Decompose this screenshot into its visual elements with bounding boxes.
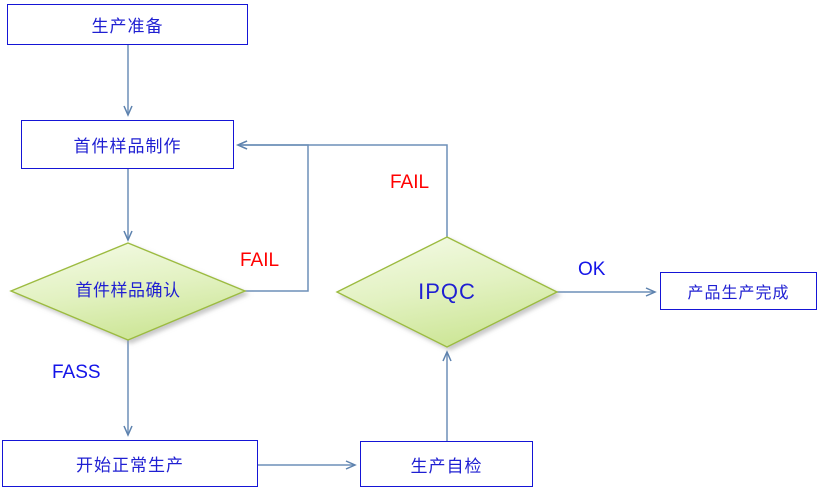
node-production-complete[interactable]: 产品生产完成 — [660, 272, 817, 310]
node-ipqc[interactable]: IPQC — [337, 237, 557, 347]
node-first-sample-making[interactable]: 首件样品制作 — [21, 120, 234, 169]
decision-confirm-label: 首件样品确认 — [75, 280, 181, 301]
node-production-self-inspection[interactable]: 生产自检 — [360, 441, 533, 487]
node-start-normal-production[interactable]: 开始正常生产 — [2, 440, 258, 487]
node-first-sample-confirmation[interactable]: 首件样品确认 — [11, 243, 245, 340]
edge-label-fass: FASS — [52, 362, 101, 383]
decision-ipqc-label: IPQC — [418, 279, 476, 305]
edge-label-fail-ipqc: FAIL — [390, 172, 430, 193]
edge-label-ok: OK — [578, 259, 606, 280]
edge-label-fail-confirm: FAIL — [240, 250, 280, 271]
node-production-preparation[interactable]: 生产准备 — [7, 4, 248, 45]
